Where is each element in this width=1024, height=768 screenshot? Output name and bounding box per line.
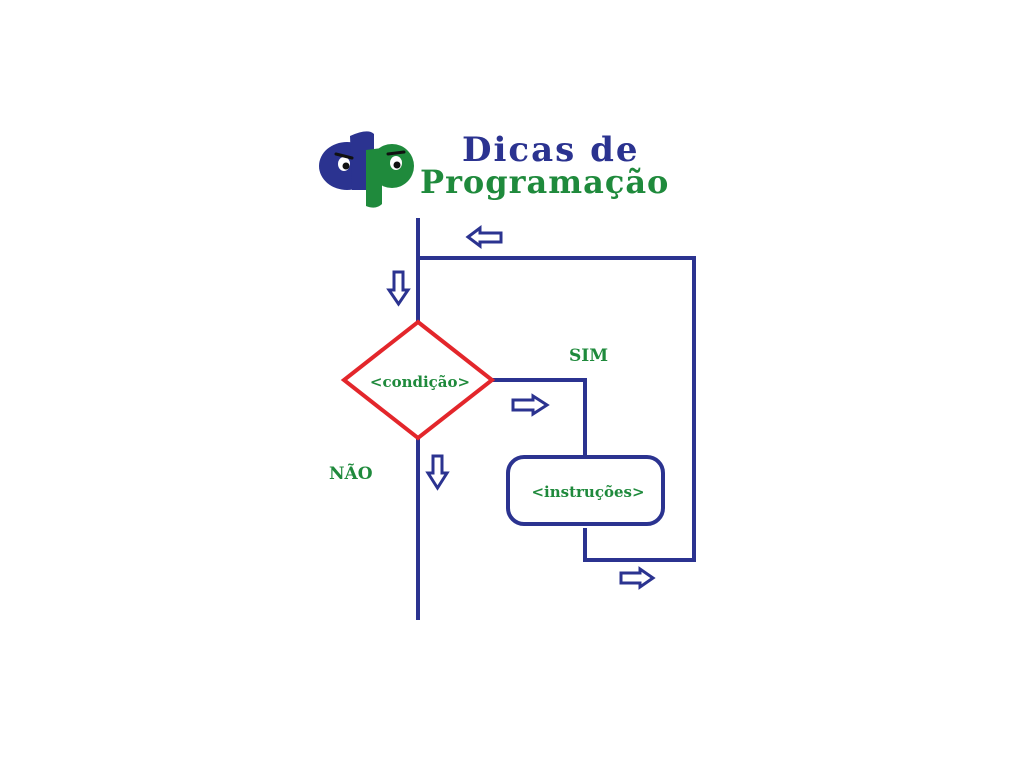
arrow-down-icon (386, 270, 411, 307)
logo-p-letter (366, 144, 414, 208)
instructions-box (506, 455, 665, 526)
yes-label: SIM (569, 346, 608, 366)
arrow-left-icon (465, 225, 503, 249)
logo-letters: dp (0, 0, 2, 1)
flow-lines (416, 218, 696, 620)
condition-label: <condição> (370, 373, 470, 391)
loop-back-line (416, 256, 696, 562)
instructions-label: <instruções> (531, 483, 644, 501)
decision-diamond (340, 319, 496, 441)
instructions-node: <instruções> (506, 455, 665, 526)
brand-logo: dp Dicas de Programação (0, 0, 669, 208)
no-label: NÃO (329, 462, 373, 484)
brand-title-line1: Dicas de (462, 130, 640, 170)
arrow-right-icon (619, 566, 656, 590)
decision-node: <condição> (340, 319, 496, 441)
arrow-down-icon (425, 454, 450, 491)
yes-branch-line (490, 378, 587, 459)
brand-title-line2: Programação (420, 163, 669, 201)
arrow-right-icon (511, 393, 550, 417)
